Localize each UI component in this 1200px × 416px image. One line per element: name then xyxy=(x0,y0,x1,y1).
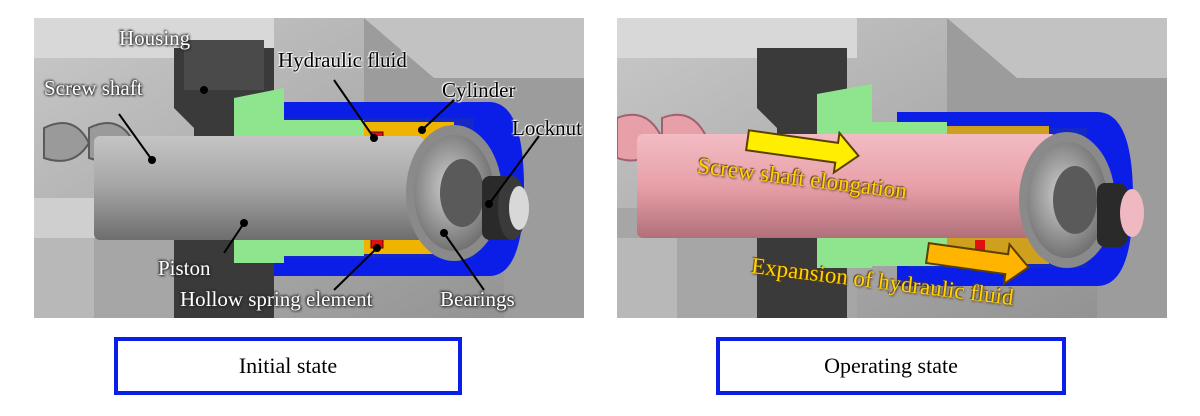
leader-piston xyxy=(223,222,245,254)
machine-rail xyxy=(617,238,677,318)
hollow-spring-element-bottom xyxy=(975,240,985,252)
leader-screw-shaft xyxy=(118,113,153,161)
leader-dot-screw-shaft xyxy=(148,156,156,164)
shaft-end-cap xyxy=(1120,189,1144,237)
label-bearings: Bearings xyxy=(440,287,515,311)
shaft-end-cap xyxy=(509,186,529,230)
label-hydraulic-fluid: Hydraulic fluid xyxy=(278,48,407,72)
leader-locknut xyxy=(488,135,540,205)
machine-right-block-top xyxy=(364,18,584,78)
machine-right-block-top xyxy=(947,18,1167,78)
leader-dot-piston xyxy=(240,219,248,227)
operating-state-drawing xyxy=(617,18,1167,318)
caption-operating-state: Operating state xyxy=(716,337,1066,395)
bearing-inner-ring xyxy=(440,159,484,227)
leader-cylinder xyxy=(421,99,455,131)
leader-hydraulic-fluid xyxy=(333,79,375,139)
leader-dot-bearings xyxy=(440,229,448,237)
arrow-hydraulic-fluid-expansion xyxy=(924,241,1030,287)
caption-initial-state-text: Initial state xyxy=(238,353,338,378)
machine-right-block xyxy=(364,18,584,318)
label-hollow-spring-element: Hollow spring element xyxy=(180,287,373,311)
leader-dot-locknut xyxy=(485,200,493,208)
label-housing: Housing xyxy=(119,26,191,50)
label-piston: Piston xyxy=(158,256,211,280)
leader-dot-hydraulic-fluid xyxy=(370,134,378,142)
arrow-screw-shaft-elongation xyxy=(745,129,860,175)
screw-shaft xyxy=(94,136,424,240)
locknut xyxy=(1097,183,1127,247)
label-locknut: Locknut xyxy=(512,116,582,140)
caption-operating-state-text: Operating state xyxy=(824,353,958,378)
screw-shaft-elongated xyxy=(637,134,1057,238)
housing-top-block xyxy=(184,40,264,90)
leader-hollow-spring xyxy=(333,247,378,291)
operating-state-illustration: Screw shaft elongation Expansion of hydr… xyxy=(617,18,1167,318)
label-screw-shaft: Screw shaft xyxy=(44,76,143,100)
leader-dot-hollow-spring xyxy=(373,244,381,252)
caption-initial-state: Initial state xyxy=(114,337,462,395)
initial-state-drawing xyxy=(34,18,584,318)
leader-dot-housing xyxy=(200,86,208,94)
label-cylinder: Cylinder xyxy=(442,78,516,102)
machine-rail xyxy=(34,238,94,318)
leader-dot-cylinder xyxy=(418,126,426,134)
initial-state-illustration: Housing Screw shaft Hydraulic fluid Cyli… xyxy=(34,18,584,318)
leader-bearings xyxy=(443,232,485,291)
bearing-inner-ring xyxy=(1053,166,1097,234)
